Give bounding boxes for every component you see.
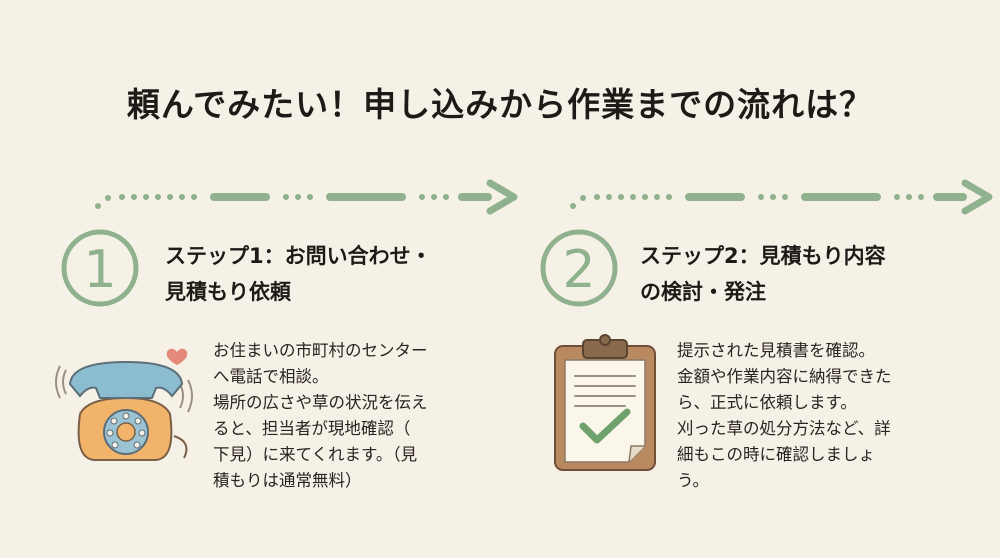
step-1-description: お住まいの市町村のセンター へ電話で相談。 場所の広さや草の状況を伝え ると、担… [213, 338, 428, 494]
step-1-description-line: 場所の広さや草の状況を伝え [213, 393, 428, 412]
step-1-title-line: 見積もり依頼 [165, 280, 291, 304]
step-2-description-line: 刈った草の処分方法など、詳 [677, 419, 891, 438]
step-2-number: 2 [562, 240, 595, 300]
step-2-description-line: う。 [677, 471, 710, 490]
step-1-description-line: 積もりは通常無料） [213, 471, 362, 490]
clipboard-check-icon [554, 334, 656, 471]
step-1-description-line: ると、担当者が現地確認（ [213, 419, 411, 438]
step-1-arrow-icon [95, 179, 518, 215]
step-2-description-line: ら、正式に依頼します。 [677, 393, 857, 412]
step-2-description-line: 細もこの時に確認しましょ [677, 445, 875, 464]
step-1-number-badge: 1 [58, 226, 142, 310]
step-1-number: 1 [83, 240, 116, 300]
step-1-description-line: お住まいの市町村のセンター [213, 341, 428, 360]
step-2-number-badge: 2 [537, 226, 621, 310]
step-2-arrow-icon [570, 179, 993, 215]
step-2-description-line: 金額や作業内容に納得できた [677, 367, 892, 386]
step-2-title-line: ステップ2：見積もり内容 [640, 244, 886, 268]
step-2-description-line: 提示された見積書を確認。 [677, 341, 875, 360]
telephone-icon [55, 348, 193, 461]
step-2-title: ステップ2：見積もり内容 の検討・発注 [640, 238, 886, 310]
page-title: 頼んでみたい！申し込みから作業までの流れは？ [126, 85, 874, 124]
step-1-title-line: ステップ1：お問い合わせ・ [165, 244, 432, 268]
step-2-title-line: の検討・発注 [640, 280, 766, 304]
step-1-description-line: へ電話で相談。 [213, 367, 329, 386]
step-2-description: 提示された見積書を確認。 金額や作業内容に納得できた ら、正式に依頼します。 刈… [677, 338, 892, 494]
step-1-description-line: 下見）に来てくれます。（見 [213, 445, 418, 464]
step-1-title: ステップ1：お問い合わせ・ 見積もり依頼 [165, 238, 432, 310]
